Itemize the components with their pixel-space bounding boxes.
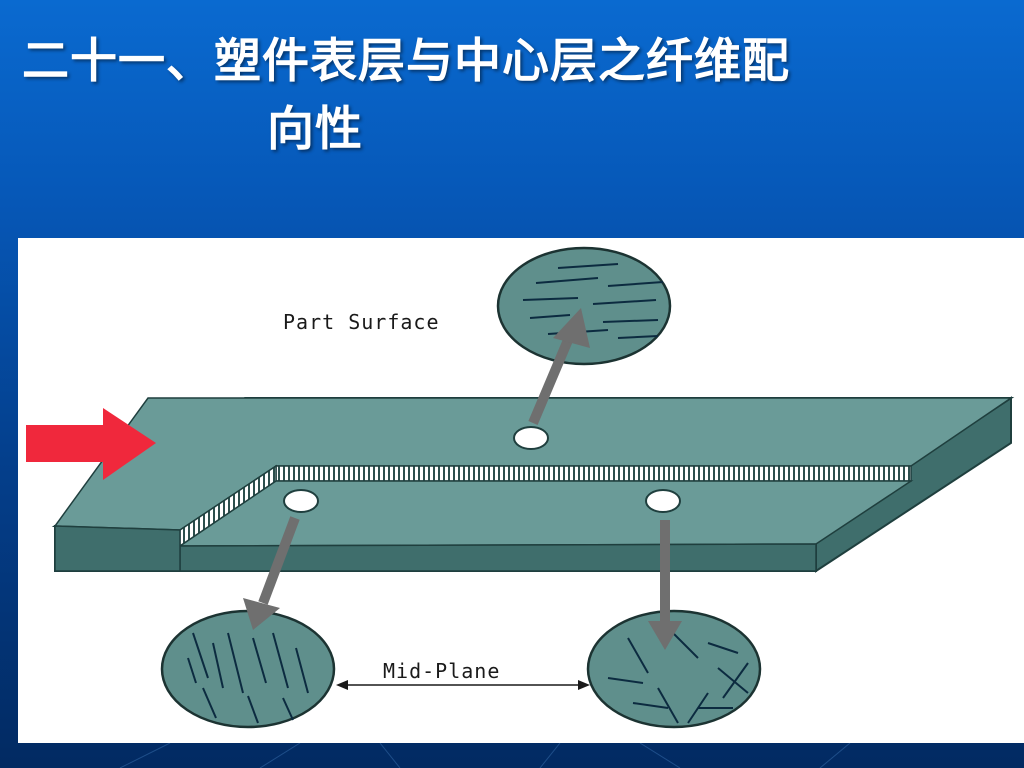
part-surface-label: Part Surface [283, 310, 440, 334]
mid-plane-label: Mid-Plane [383, 659, 500, 683]
cross-section-back-wall [275, 465, 912, 482]
title-line-1: 二十一、塑件表层与中心层之纤维配 [22, 34, 790, 89]
part-surface-magnified-view [496, 246, 672, 366]
fiber-orientation-diagram: Part Surface Mid-Plane [18, 238, 1024, 743]
midplane-sample-point-right [645, 489, 681, 513]
mid-plane-double-arrow [336, 680, 590, 690]
mid-plane-magnified-view-right [586, 609, 762, 729]
plate-front-left [54, 525, 181, 572]
mid-plane-magnified-view-left [160, 609, 336, 729]
diagram-svg: Part Surface Mid-Plane [26, 246, 1015, 729]
title-line-2: 向性 [267, 102, 363, 157]
surface-pointer-arrow [528, 308, 590, 425]
footer-decoration [119, 743, 851, 768]
red-right-arrow-icon [26, 408, 156, 480]
midplane-sample-point-left [283, 489, 319, 513]
surface-sample-point [513, 426, 549, 450]
slide-title: 二十一、塑件表层与中心层之纤维配 向性 [22, 28, 1022, 164]
midplane-right-pointer-arrow [648, 520, 682, 650]
midplane-left-pointer-arrow [243, 516, 300, 630]
